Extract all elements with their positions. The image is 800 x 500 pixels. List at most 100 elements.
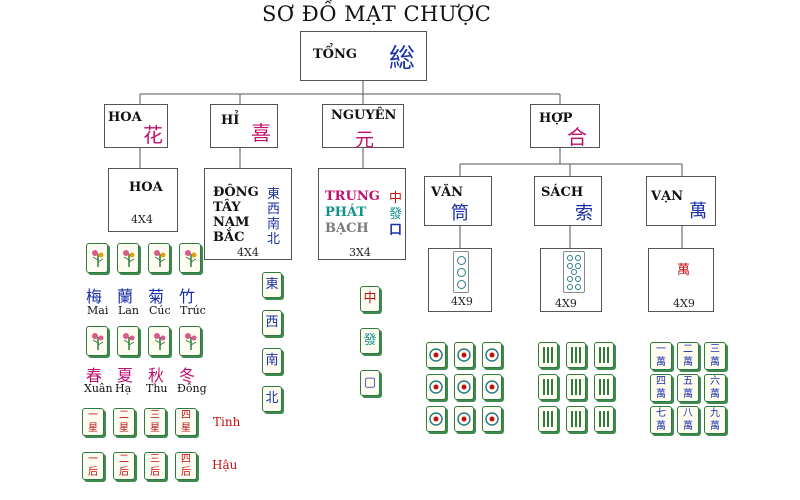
character-tile: 六萬 [704, 374, 726, 402]
hi-box-count: 4X4 [237, 246, 259, 259]
flower-name-vn: Cúc [149, 304, 171, 317]
group-hi: HỈ 喜 [210, 104, 278, 148]
bamboo-tile [566, 406, 586, 432]
character-tile: 一萬 [650, 342, 672, 370]
nguyen-box-count: 3X4 [349, 246, 371, 259]
nguyen-item-phat: PHÁT [325, 205, 367, 220]
bamboo-dots-icon [567, 255, 581, 290]
flower-name-vn: Trúc [180, 304, 206, 317]
group-hoa-label: HOA [108, 110, 142, 125]
hau-tile: 三后 [144, 452, 166, 480]
hop-sub-van2: VẠN 萬 [646, 176, 716, 226]
bamboo-sticks-icon [543, 379, 553, 395]
flower-name-vn: Lan [118, 304, 139, 317]
season-name-vn: Hạ [115, 382, 132, 395]
character-tile: 三萬 [704, 342, 726, 370]
wind-tile: 南 [262, 348, 282, 374]
circle-dot-icon [457, 268, 466, 277]
circle-tile [454, 342, 474, 368]
group-nguyen-cjk: 元 [355, 129, 375, 151]
van-count: 4X9 [451, 295, 473, 308]
root-node: TỔNG 総 [300, 31, 427, 81]
bamboo-tile [566, 374, 586, 400]
hoa-box-count: 4X4 [131, 213, 153, 226]
bamboo-tile [594, 406, 614, 432]
nguyen-cjk-trung: 中 [389, 191, 403, 206]
hop-sub-van2-label: VẠN [651, 189, 684, 204]
flower-tile [179, 243, 201, 273]
group-hop-label: HỢP [539, 111, 573, 126]
wind-tile: 東 [262, 272, 282, 298]
plant-icon [92, 250, 104, 267]
wan-sample-char: 萬 [677, 263, 691, 278]
flower-name-cjk: 梅 [86, 287, 103, 306]
circle-tile [454, 406, 474, 432]
circle-tile [482, 406, 502, 432]
circle-dots-icon [429, 348, 443, 362]
hop-sub-van: VĂN 筒 [424, 176, 492, 226]
bamboo-sticks-icon [599, 379, 609, 395]
tinh-tile: 二星 [113, 408, 135, 436]
character-tile: 七萬 [650, 406, 672, 434]
plant-icon [123, 333, 135, 350]
bamboo-sticks-icon [571, 379, 581, 395]
hop-sub-sach-cjk: 索 [575, 203, 593, 224]
hi-cjk-nam: 南 [267, 217, 281, 232]
plant-icon [185, 250, 197, 267]
dragon-tile: 中 [360, 286, 380, 312]
season-name-vn: Thu [146, 382, 168, 395]
group-hoa: HOA 花 [104, 104, 168, 148]
group-hoa-cjk: 花 [143, 123, 163, 147]
plant-icon [92, 333, 104, 350]
bamboo-sticks-icon [543, 411, 553, 427]
bamboo-tile [594, 342, 614, 368]
bamboo-sticks-icon [571, 411, 581, 427]
hi-cjk-tay: 西 [267, 202, 281, 217]
hoa-box-label: HOA [129, 180, 163, 195]
circle-tile [426, 406, 446, 432]
plant-icon [154, 333, 166, 350]
circle-dots-icon [457, 348, 471, 362]
hi-wind-nam: NAM [213, 215, 250, 230]
plant-icon [185, 333, 197, 350]
circle-dot-icon [457, 256, 466, 265]
bamboo-tile [594, 374, 614, 400]
van2-count: 4X9 [673, 297, 695, 310]
bamboo-tile [538, 374, 558, 400]
circle-tile [454, 374, 474, 400]
circle-tile [482, 374, 502, 400]
flower-name-cjk: 竹 [179, 287, 196, 306]
season-tile [117, 326, 139, 356]
circle-dots-icon [485, 348, 499, 362]
bamboo-tile [566, 342, 586, 368]
bamboo-sticks-icon [599, 347, 609, 363]
wind-tile: 西 [262, 310, 282, 336]
character-tile: 四萬 [650, 374, 672, 402]
flower-tile [117, 243, 139, 273]
hi-wind-dong: ĐÔNG [213, 185, 259, 200]
hop-sub-van-label: VĂN [431, 185, 464, 200]
dragon-tile: ▢ [360, 370, 380, 396]
hoa-box: HOA 4X4 [108, 168, 178, 232]
hop-sub-sach-label: SÁCH [541, 185, 584, 200]
season-name-cjk: 秋 [148, 366, 165, 385]
circle-dots-icon [429, 380, 443, 394]
tinh-label: Tinh [213, 415, 241, 429]
group-hi-label: HỈ [221, 113, 240, 128]
group-hop-cjk: 合 [567, 125, 587, 149]
van2-sample-box: 萬 4X9 [648, 248, 714, 312]
circle-dots-icon [457, 412, 471, 426]
hi-cjk-dong: 東 [267, 187, 281, 202]
character-tile: 二萬 [677, 342, 699, 370]
season-tile [148, 326, 170, 356]
hi-wind-tay: TÂY [213, 200, 241, 215]
group-nguyen-label: NGUYÊN [331, 108, 397, 123]
circle-tile [426, 342, 446, 368]
character-tile: 九萬 [704, 406, 726, 434]
circle-dots-icon [485, 412, 499, 426]
flower-tile [148, 243, 170, 273]
season-name-cjk: 夏 [117, 366, 134, 385]
plant-icon [123, 250, 135, 267]
bamboo-sticks-icon [543, 347, 553, 363]
